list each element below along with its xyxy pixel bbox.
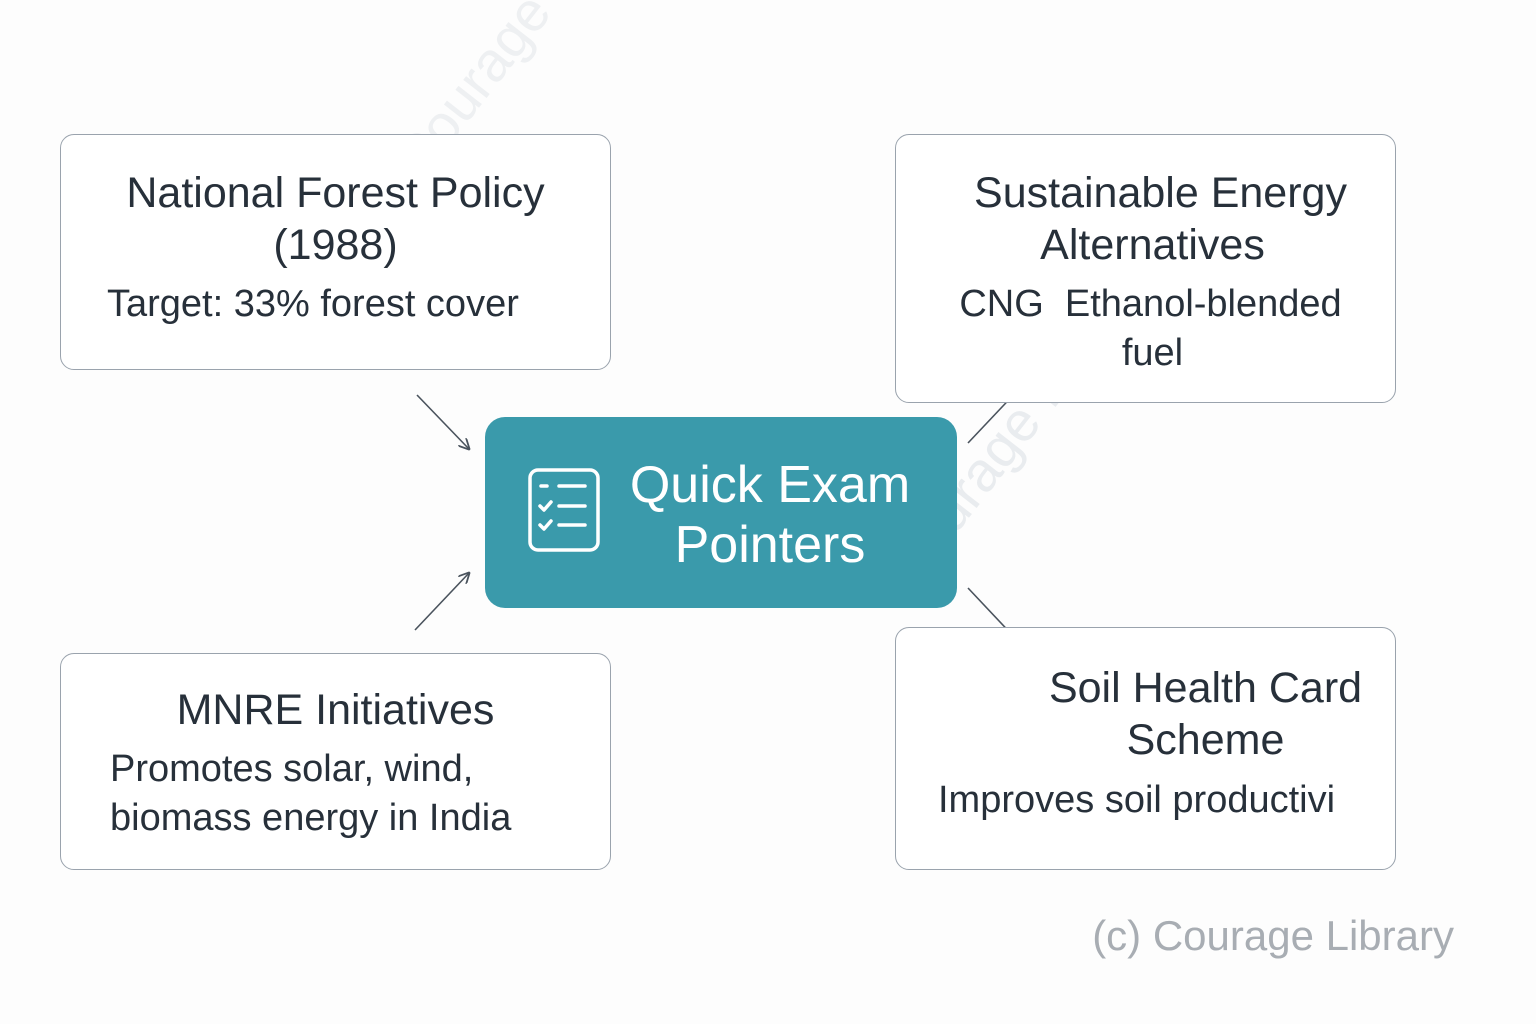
node-title-line: Alternatives — [1040, 221, 1265, 269]
center-node-quick-exam-pointers: Quick Exam Pointers — [485, 417, 957, 608]
node-sustainable-energy: Sustainable Energy Alternatives CNG Etha… — [895, 134, 1396, 403]
node-title-line: Sustainable Energy — [974, 169, 1347, 217]
node-body-line: biomass energy in India — [110, 797, 512, 839]
node-body-line: fuel — [1121, 332, 1184, 374]
node-soil-health-card: Soil Health Card Scheme Improves soil pr… — [895, 627, 1396, 870]
node-title-line: (1988) — [273, 221, 398, 269]
arrow-forest-to-center — [416, 394, 469, 449]
node-title-line: Soil Health Card — [1048, 664, 1363, 712]
checklist-icon — [527, 467, 601, 558]
node-national-forest-policy: National Forest Policy (1988) Target: 33… — [60, 134, 611, 370]
arrow-mnre-to-center — [414, 573, 469, 631]
node-title-line: National Forest Policy — [126, 169, 545, 217]
node-title-line: MNRE Initiatives — [176, 686, 495, 734]
node-mnre-initiatives: MNRE Initiatives Promotes solar, wind, b… — [60, 653, 611, 870]
node-body-line: Improves soil productivi — [938, 779, 1336, 821]
node-body-line: CNG Ethanol-blended — [959, 283, 1342, 325]
copyright-text: (c) Courage Library — [1092, 912, 1454, 959]
node-body-line: Target: 33% forest cover — [107, 283, 519, 325]
node-title-line: Scheme — [1126, 716, 1285, 764]
node-body-line: Promotes solar, wind, — [110, 748, 474, 790]
center-title: Quick Exam Pointers — [629, 456, 911, 574]
